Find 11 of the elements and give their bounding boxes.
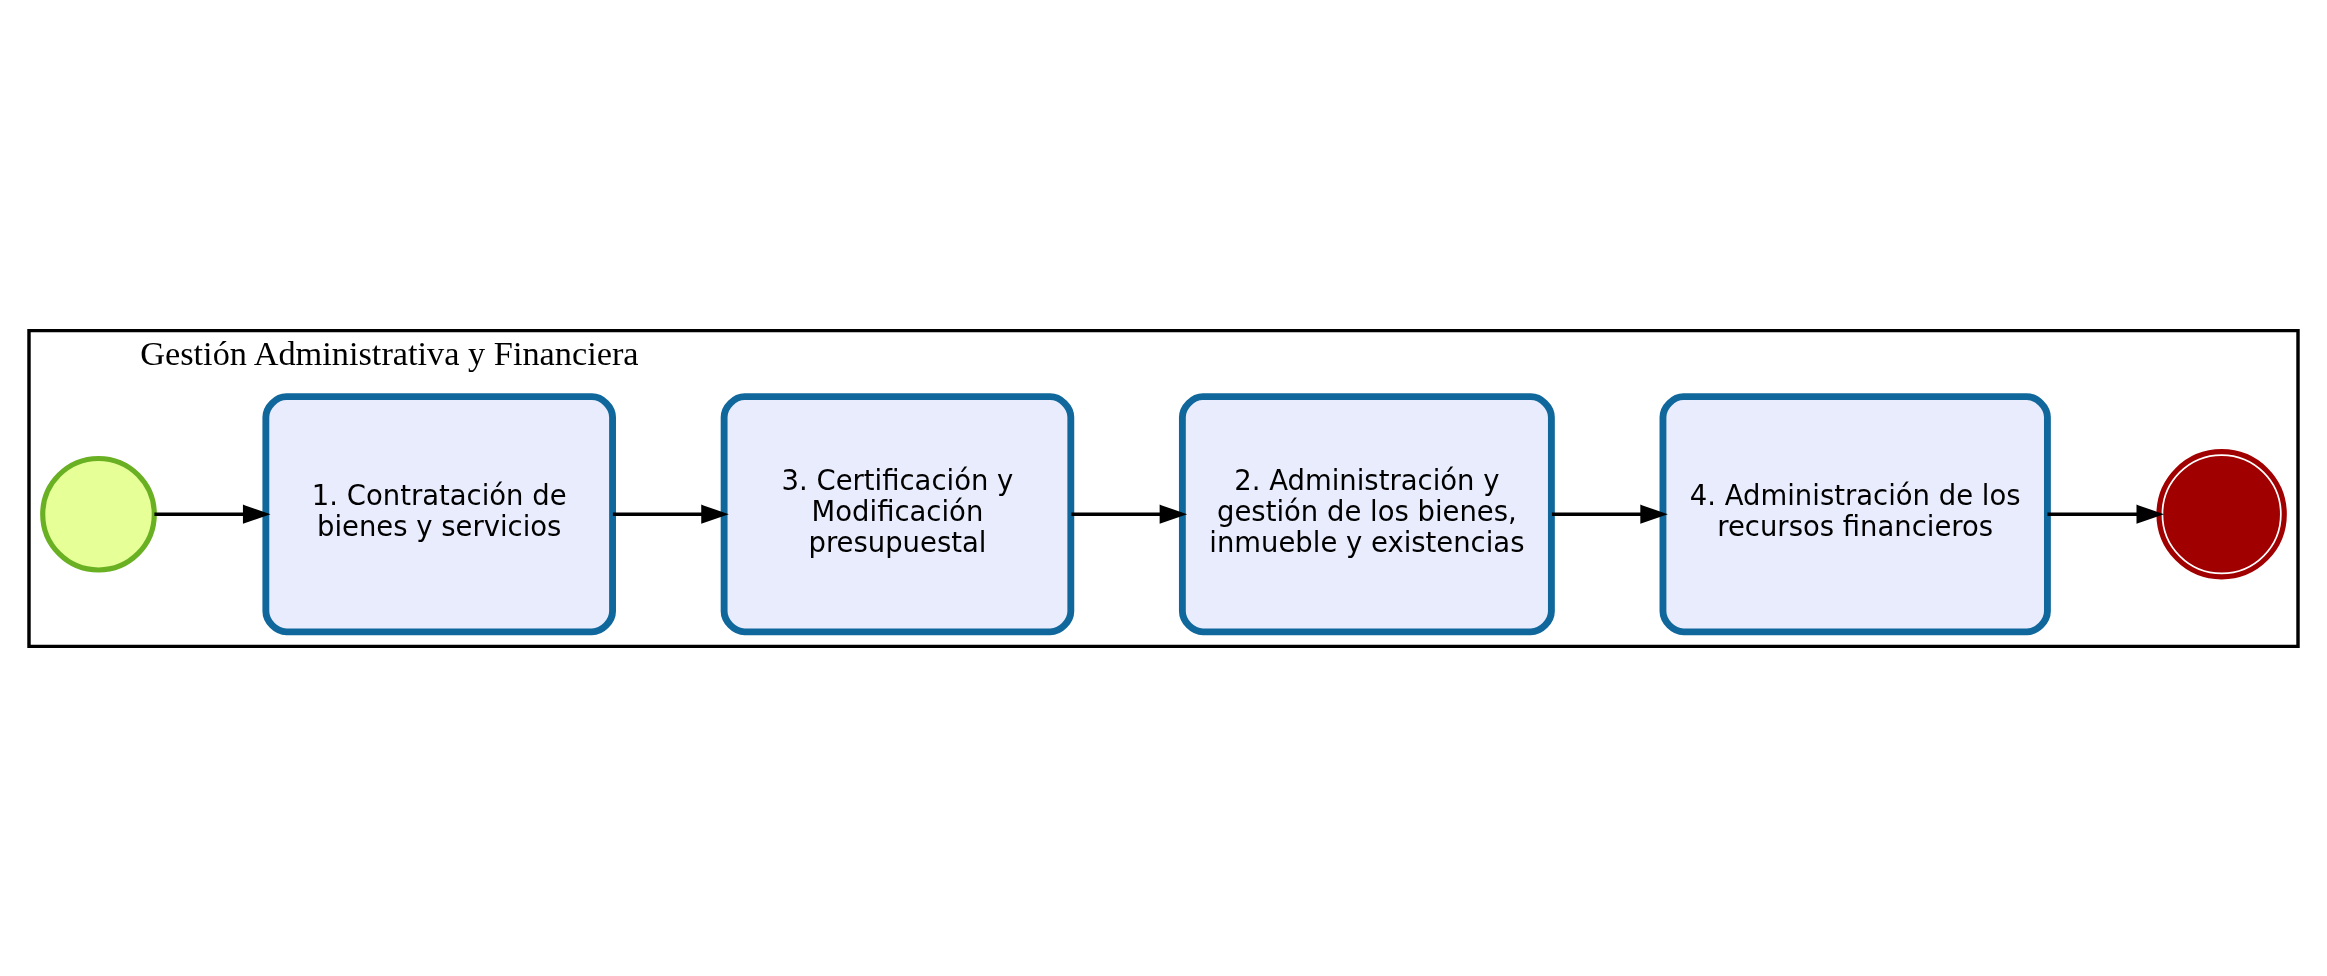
node-box: 1. Contratación de bienes y servicios <box>262 392 616 635</box>
node-box: 2. Administración y gestión de los bienes, inmueble y existencias <box>1178 392 1555 635</box>
arrow <box>154 504 271 524</box>
node-circle <box>40 455 157 573</box>
arrow <box>612 504 729 524</box>
node-circle <box>2156 448 2287 579</box>
node-box: 3. Certificación y Modificación presupuestal <box>720 392 1075 635</box>
node-box: 4. Administración de los recursos financieros <box>1659 392 2051 635</box>
arrow <box>1551 504 1668 524</box>
arrow <box>2047 504 2164 524</box>
arrow <box>1071 504 1188 524</box>
